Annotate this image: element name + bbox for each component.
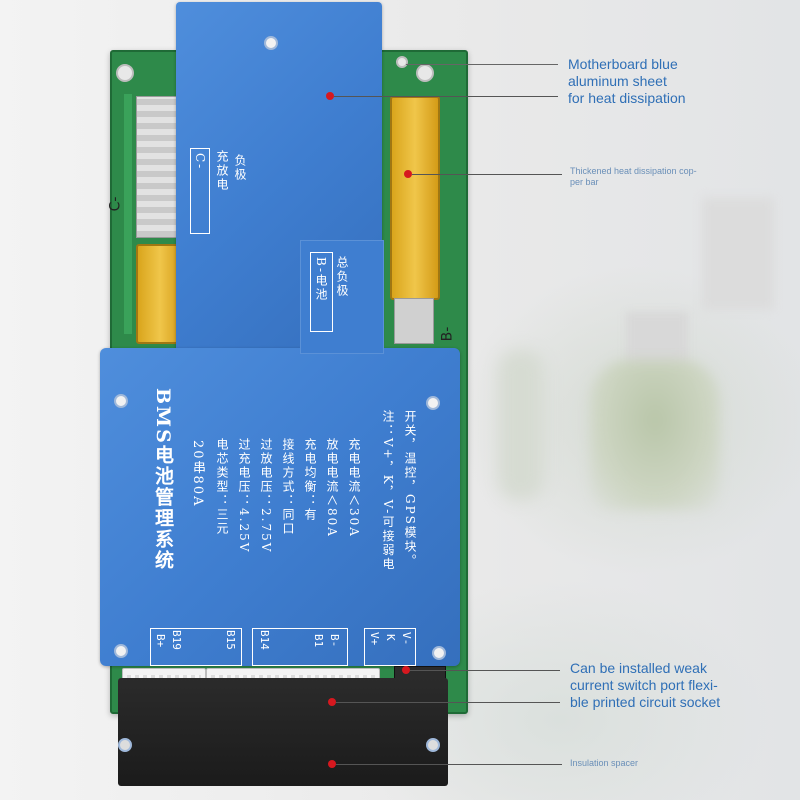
- leader-line-top: [406, 64, 558, 65]
- screw: [114, 394, 128, 408]
- bms-title: BMS电池管理系统: [152, 388, 174, 571]
- pin-label: B+: [154, 634, 167, 648]
- callout-line: per bar: [570, 177, 599, 187]
- spec-line: 充电均衡：有: [303, 438, 317, 522]
- bms-subtitle: 20串80A: [190, 440, 205, 508]
- callout-line: Insulation spacer: [570, 758, 639, 768]
- pin-label: B1: [312, 634, 325, 648]
- pin-box-switch: [364, 628, 416, 666]
- callout-line: for heat dissipation: [568, 90, 686, 106]
- spec-line: 过充电压：4.25V: [237, 438, 251, 554]
- spacer-hole: [426, 738, 440, 752]
- callout-aluminum: Motherboard blue aluminum sheet for heat…: [568, 56, 686, 107]
- callout-line: aluminum sheet: [568, 73, 667, 89]
- mount-hole-small: [396, 56, 408, 68]
- callout-switch: Can be installed weak current switch por…: [570, 660, 720, 711]
- pin-label: K: [384, 634, 397, 641]
- callout-line: Motherboard blue: [568, 56, 678, 72]
- callout-copper: Thickened heat dissipation cop- per bar: [570, 166, 697, 188]
- spec-line: 过放电压：2.75V: [259, 438, 273, 554]
- pin-box-b19-b15: [150, 628, 242, 666]
- total-negative-label: 总负极: [335, 256, 349, 298]
- mount-hole: [116, 64, 134, 82]
- solder-pad: [394, 298, 434, 344]
- marker-spacer: [328, 760, 336, 768]
- screw: [264, 36, 278, 50]
- pin-label: B14: [258, 630, 271, 650]
- blurred-wall-frame: [702, 198, 774, 310]
- leader-line-copper: [412, 174, 562, 175]
- screw: [426, 396, 440, 410]
- pin-box-b14-b1: [252, 628, 348, 666]
- leader-line-connector: [336, 702, 560, 703]
- marker-switch: [402, 666, 410, 674]
- b-minus-box: B-电池: [310, 252, 333, 332]
- spec-line: 放电电流＜80A: [325, 438, 339, 538]
- callout-line: Can be installed weak: [570, 660, 707, 676]
- callout-spacer: Insulation spacer: [570, 758, 638, 769]
- charge-discharge-label: 充放电: [215, 150, 229, 192]
- c-minus-box: C-: [190, 148, 210, 234]
- pin-label: V-: [400, 632, 413, 646]
- note-line-1: 注：V+，K，V-可接弱电: [381, 410, 395, 572]
- screw: [432, 646, 446, 660]
- leader-line-switch: [410, 670, 560, 671]
- mount-hole: [416, 64, 434, 82]
- leader-line-aluminum: [334, 96, 558, 97]
- b-minus-title: B-电池: [314, 257, 328, 303]
- note-line-2: 开关，温控，GPS模块。: [403, 410, 417, 568]
- blurred-lamp: [498, 350, 544, 500]
- edge-label-c: C-: [107, 196, 124, 212]
- callout-line: current switch port flexi-: [570, 677, 718, 693]
- screw: [114, 644, 128, 658]
- spec-line: 接线方式：同口: [281, 438, 295, 536]
- leader-line-spacer: [336, 764, 562, 765]
- pin-label: B15: [224, 630, 237, 650]
- edge-label-b: B-: [439, 326, 456, 342]
- callout-line: Thickened heat dissipation cop-: [570, 166, 697, 176]
- callout-line: ble printed circuit socket: [570, 694, 721, 710]
- copper-bar-right: [390, 96, 440, 300]
- c-minus-title: C-: [193, 153, 207, 171]
- aluminum-plate-bottom: [100, 348, 460, 666]
- marker-aluminum: [326, 92, 334, 100]
- blurred-chair: [590, 360, 720, 510]
- pin-label: B-: [328, 634, 341, 648]
- pin-label: V+: [368, 632, 381, 646]
- insulation-spacer: [118, 678, 448, 786]
- spacer-hole: [118, 738, 132, 752]
- pin-label: B19: [170, 630, 183, 650]
- marker-copper: [404, 170, 412, 178]
- spec-line: 电芯类型：三元: [215, 438, 229, 536]
- marker-connector: [328, 698, 336, 706]
- negative-label: 负极: [233, 154, 247, 182]
- spec-line: 充电电流＜30A: [347, 438, 361, 538]
- pcb-edge-strip: [124, 94, 132, 334]
- plate-notch: [300, 240, 384, 354]
